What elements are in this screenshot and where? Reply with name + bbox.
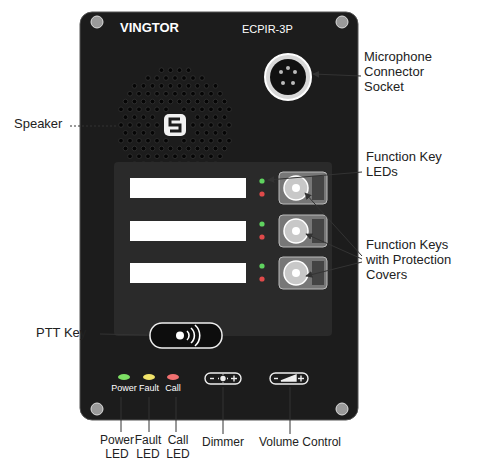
part-name: Dimmer	[193, 436, 253, 450]
part-name: Fault LED	[133, 434, 163, 462]
status-leds	[118, 374, 179, 380]
dimmer-control	[205, 373, 241, 384]
led-label: Power	[109, 383, 139, 393]
part-name: Power LED	[95, 434, 139, 462]
leader-lines	[70, 74, 362, 434]
panel-housing	[80, 12, 358, 420]
speaker-logo	[164, 114, 186, 136]
key-area	[114, 162, 332, 336]
part-name: Call LED	[163, 434, 193, 462]
ptt-key	[150, 323, 222, 348]
part-name: Function Keys with Protection Covers	[366, 238, 474, 283]
brand-name: VINGTOR	[120, 21, 210, 36]
part-name: PTT Key	[36, 326, 106, 341]
part-name: Volume Control	[245, 436, 355, 450]
part-name: Speaker	[14, 117, 74, 132]
volume-control	[270, 373, 308, 384]
part-name: Microphone Connector Socket	[364, 50, 459, 95]
part-name: Function Key LEDs	[366, 150, 474, 180]
microphone-socket	[265, 54, 311, 100]
led-label: Call	[162, 383, 184, 393]
screws	[91, 16, 348, 415]
led-label: Fault	[137, 383, 161, 393]
model-number: ECPIR-3P	[242, 23, 312, 36]
function-keys	[130, 172, 327, 289]
